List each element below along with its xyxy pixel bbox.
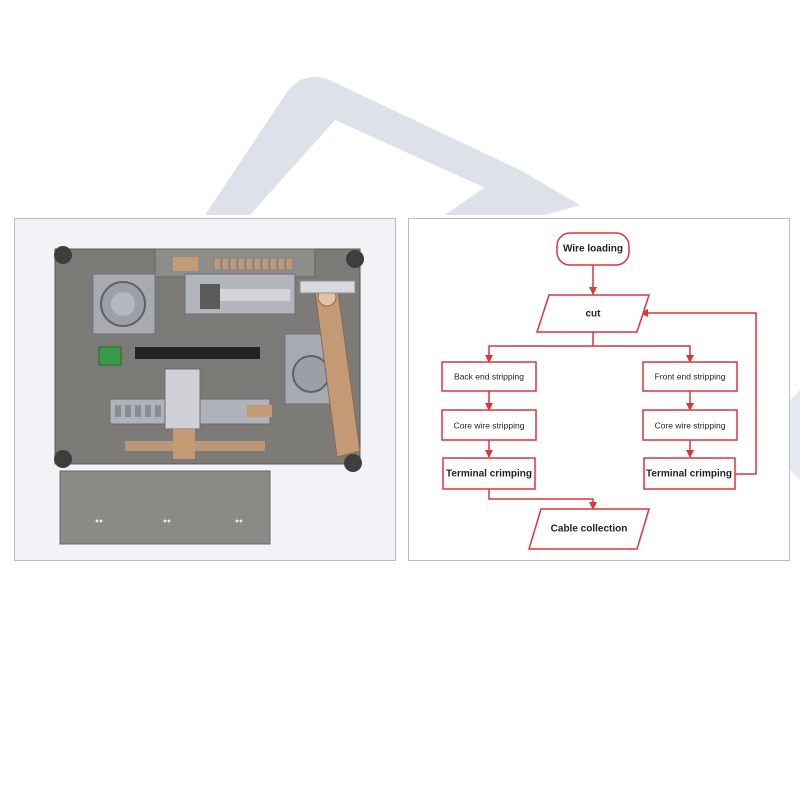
edge-cut-to-front (593, 345, 694, 363)
node-wire-loading: Wire loading (556, 232, 630, 266)
node-back-end-stripping-label: Back end stripping (454, 371, 524, 381)
edge-crimp-left-to-collection (488, 489, 597, 510)
node-core-wire-stripping-right: Core wire stripping (642, 409, 738, 441)
node-terminal-crimping-right-label: Terminal crimping (646, 469, 732, 480)
node-cut: cut (535, 294, 651, 333)
node-cable-collection: Cable collection (527, 508, 651, 550)
node-front-end-stripping-label: Front end stripping (655, 371, 726, 381)
flowchart-panel: Wire loading cut Back end stripping Fron… (408, 218, 790, 561)
node-cable-collection-label: Cable collection (551, 524, 628, 535)
node-terminal-crimping-left-label: Terminal crimping (446, 469, 532, 480)
node-core-wire-stripping-left: Core wire stripping (441, 409, 537, 441)
node-cut-label: cut (586, 309, 602, 320)
edge-cut-to-back (485, 332, 594, 363)
node-back-end-stripping: Back end stripping (441, 361, 537, 392)
machine-illustration (54, 246, 364, 545)
node-terminal-crimping-right: Terminal crimping (643, 457, 736, 490)
edge-crimp-right-loop-to-cut (640, 309, 757, 475)
machine-image-panel (14, 218, 396, 561)
node-front-end-stripping: Front end stripping (642, 361, 738, 392)
node-core-wire-stripping-left-label: Core wire stripping (454, 420, 525, 430)
node-wire-loading-label: Wire loading (563, 244, 623, 255)
node-terminal-crimping-left: Terminal crimping (442, 457, 536, 490)
process-flowchart: Wire loading cut Back end stripping Fron… (441, 232, 757, 550)
node-core-wire-stripping-right-label: Core wire stripping (655, 420, 726, 430)
